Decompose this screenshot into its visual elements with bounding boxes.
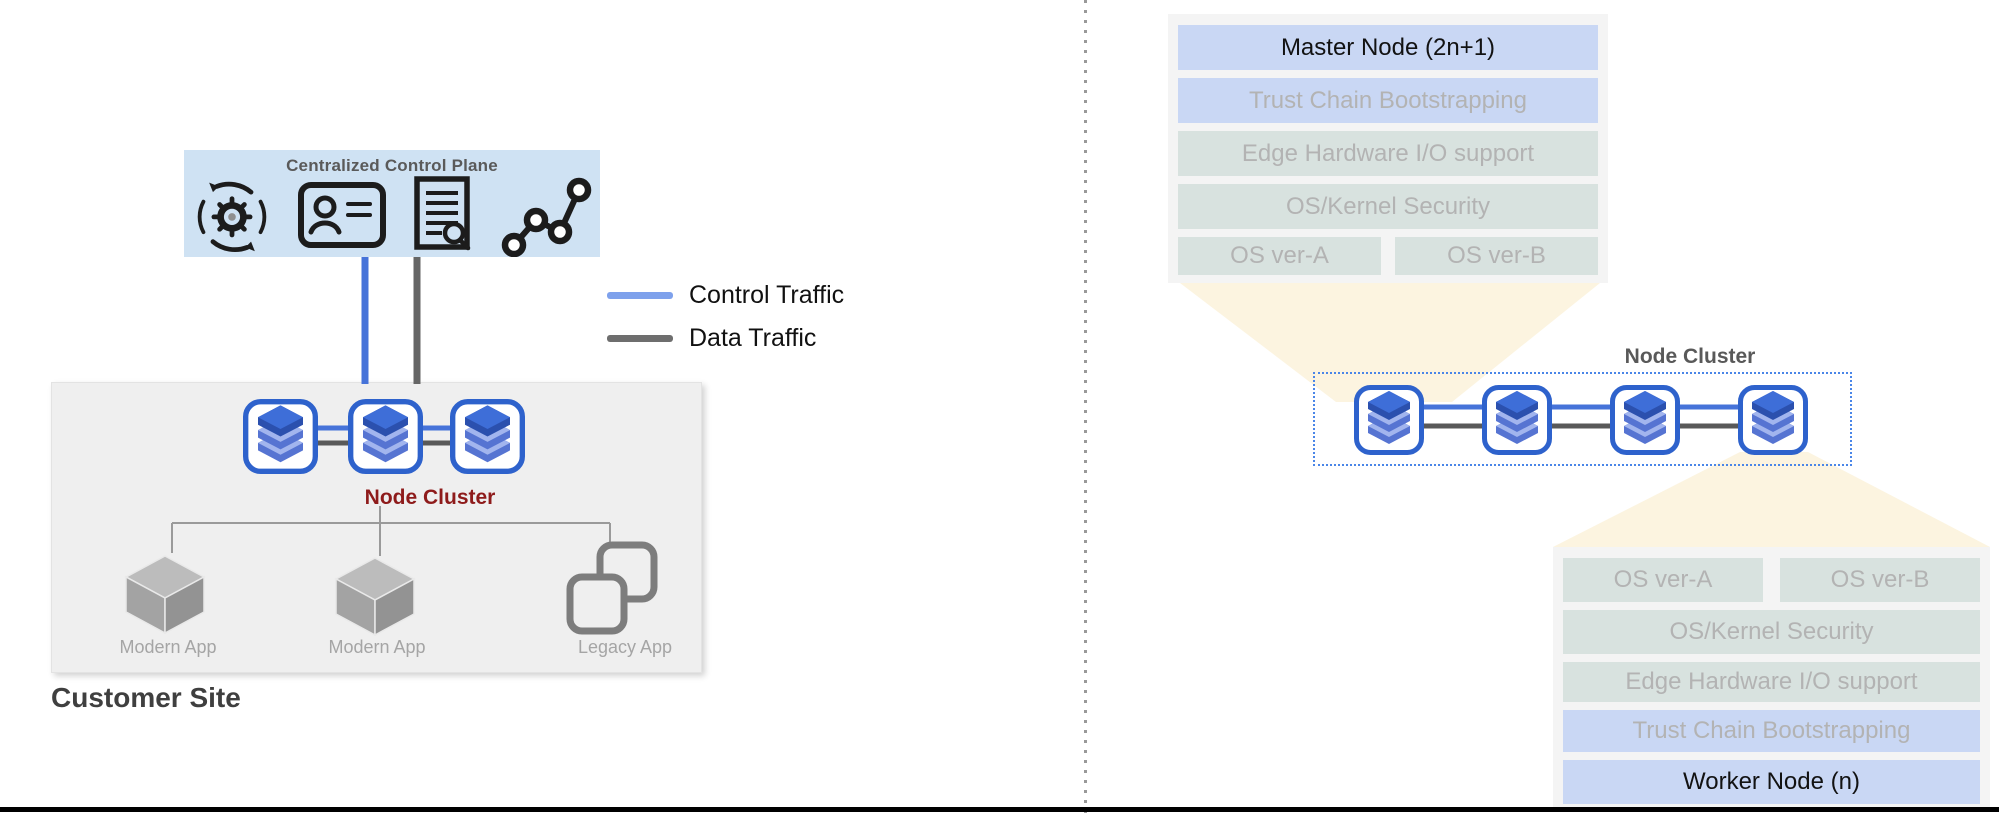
cluster-node [1482, 385, 1552, 455]
master-layer-os-kernel: OS/Kernel Security [1178, 184, 1598, 229]
node-stack-icon [1613, 388, 1678, 453]
master-os-ver-b: OS ver-B [1395, 237, 1598, 275]
node-stack-icon [1741, 388, 1806, 453]
app-label: Modern App [328, 637, 426, 657]
legend-data-traffic: Data Traffic [607, 324, 816, 353]
control-plane-icons [184, 175, 600, 260]
worker-layer-os-kernel: OS/Kernel Security [1563, 610, 1980, 654]
master-node-title-row: Master Node (2n+1) [1178, 25, 1598, 70]
master-layer-edge-hw: Edge Hardware I/O support [1178, 131, 1598, 176]
customer-site-title: Customer Site [51, 682, 241, 713]
legacy-app-icon [564, 541, 660, 644]
node-stack-icon [1357, 388, 1422, 453]
master-os-ver-a: OS ver-A [1178, 237, 1381, 275]
left-cluster-label: Node Cluster [364, 486, 496, 509]
legend-control-traffic: Control Traffic [607, 281, 844, 310]
cluster-node [243, 399, 318, 474]
data-traffic-swatch [607, 335, 673, 342]
identity-card-icon [298, 182, 386, 253]
worker-os-ver-b: OS ver-B [1780, 558, 1980, 602]
app-label: Modern App [119, 637, 217, 657]
app-tree-lines [171, 506, 611, 556]
cluster-node [1610, 385, 1680, 455]
worker-layer-trust-chain: Trust Chain Bootstrapping [1563, 710, 1980, 752]
worker-node-title-row: Worker Node (n) [1563, 760, 1980, 804]
legend-control-traffic-label: Control Traffic [689, 281, 845, 309]
cluster-node [348, 399, 423, 474]
legend-data-traffic-label: Data Traffic [689, 324, 817, 352]
right-cluster-label: Node Cluster [1624, 345, 1756, 368]
modern-app-cube-icon [120, 552, 210, 639]
right-cluster-links [1420, 404, 1742, 429]
worker-funnel [1553, 452, 1990, 547]
master-funnel [1180, 283, 1600, 402]
bottom-edge-bar [0, 807, 1999, 812]
cluster-node [1354, 385, 1424, 455]
node-stack-icon [453, 402, 523, 472]
control-plane-box: Centralized Control Plane [184, 150, 600, 260]
right-cluster-box [1313, 372, 1852, 466]
master-layer-trust-chain: Trust Chain Bootstrapping [1178, 78, 1598, 123]
worker-os-ver-a: OS ver-A [1563, 558, 1763, 602]
cluster-node [450, 399, 525, 474]
section-divider [1084, 0, 1087, 816]
node-stack-icon [246, 402, 316, 472]
metrics-graph-icon [500, 173, 592, 262]
node-stack-icon [351, 402, 421, 472]
audit-log-icon [412, 176, 474, 259]
modern-app-cube-icon [330, 554, 420, 641]
node-stack-icon [1485, 388, 1550, 453]
worker-layer-edge-hw: Edge Hardware I/O support [1563, 662, 1980, 702]
app-label: Legacy App [577, 637, 673, 657]
automation-gear-icon [192, 175, 272, 260]
control-plane-title: Centralized Control Plane [286, 156, 498, 175]
control-traffic-swatch [607, 292, 673, 299]
left-cluster-links [315, 425, 453, 446]
cluster-node [1738, 385, 1808, 455]
